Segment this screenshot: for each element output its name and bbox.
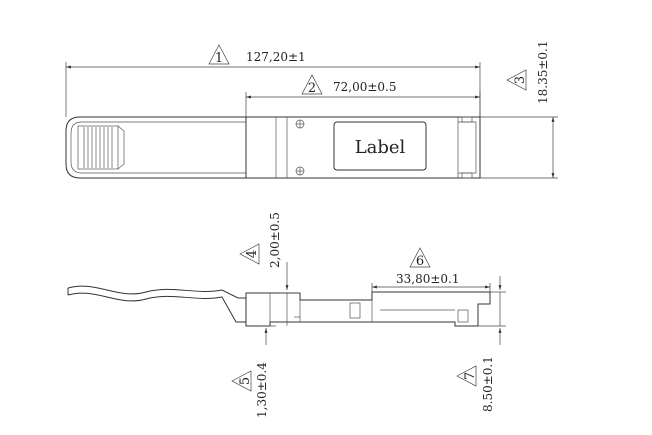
module-side-body (245, 291, 491, 327)
dimension-5-value: 1,30±0.4 (255, 362, 269, 418)
dimension-1-value: 127,20±1 (246, 50, 306, 64)
dimension-4-id: 4 (245, 250, 260, 258)
dimension-7-value: 8.50±0.1 (481, 356, 495, 412)
dimension-4-value: 2,00±0.5 (268, 212, 282, 268)
dimension-6-id: 6 (416, 254, 424, 269)
top-view: Label (65, 116, 481, 179)
dimension-6: 6 33,80±0.1 (371, 247, 491, 292)
dimension-3-id: 3 (513, 76, 528, 84)
module-body (245, 116, 481, 179)
side-view (67, 285, 491, 327)
label-text: Label (355, 137, 406, 158)
dimension-7-id: 7 (463, 372, 478, 380)
dimension-6-value: 33,80±0.1 (396, 272, 460, 286)
dimension-3-value: 18.35±0.1 (536, 41, 550, 105)
dimension-2-id: 2 (308, 81, 316, 96)
dimension-4: 4 2,00±0.5 (239, 212, 300, 294)
dimension-5: 5 1,30±0.4 (231, 325, 276, 418)
dimension-3: 3 18.35±0.1 (480, 41, 558, 179)
dimension-1: 1 127,20±1 (65, 44, 481, 117)
label-area (333, 121, 427, 171)
dimension-7: 7 8.50±0.1 (456, 276, 506, 412)
pull-tab-grip (77, 125, 125, 170)
dimension-2: 2 72,00±0.5 (245, 74, 481, 117)
dimension-5-id: 5 (238, 377, 253, 385)
dimension-2-value: 72,00±0.5 (333, 80, 397, 94)
dimension-1-id: 1 (215, 51, 223, 66)
